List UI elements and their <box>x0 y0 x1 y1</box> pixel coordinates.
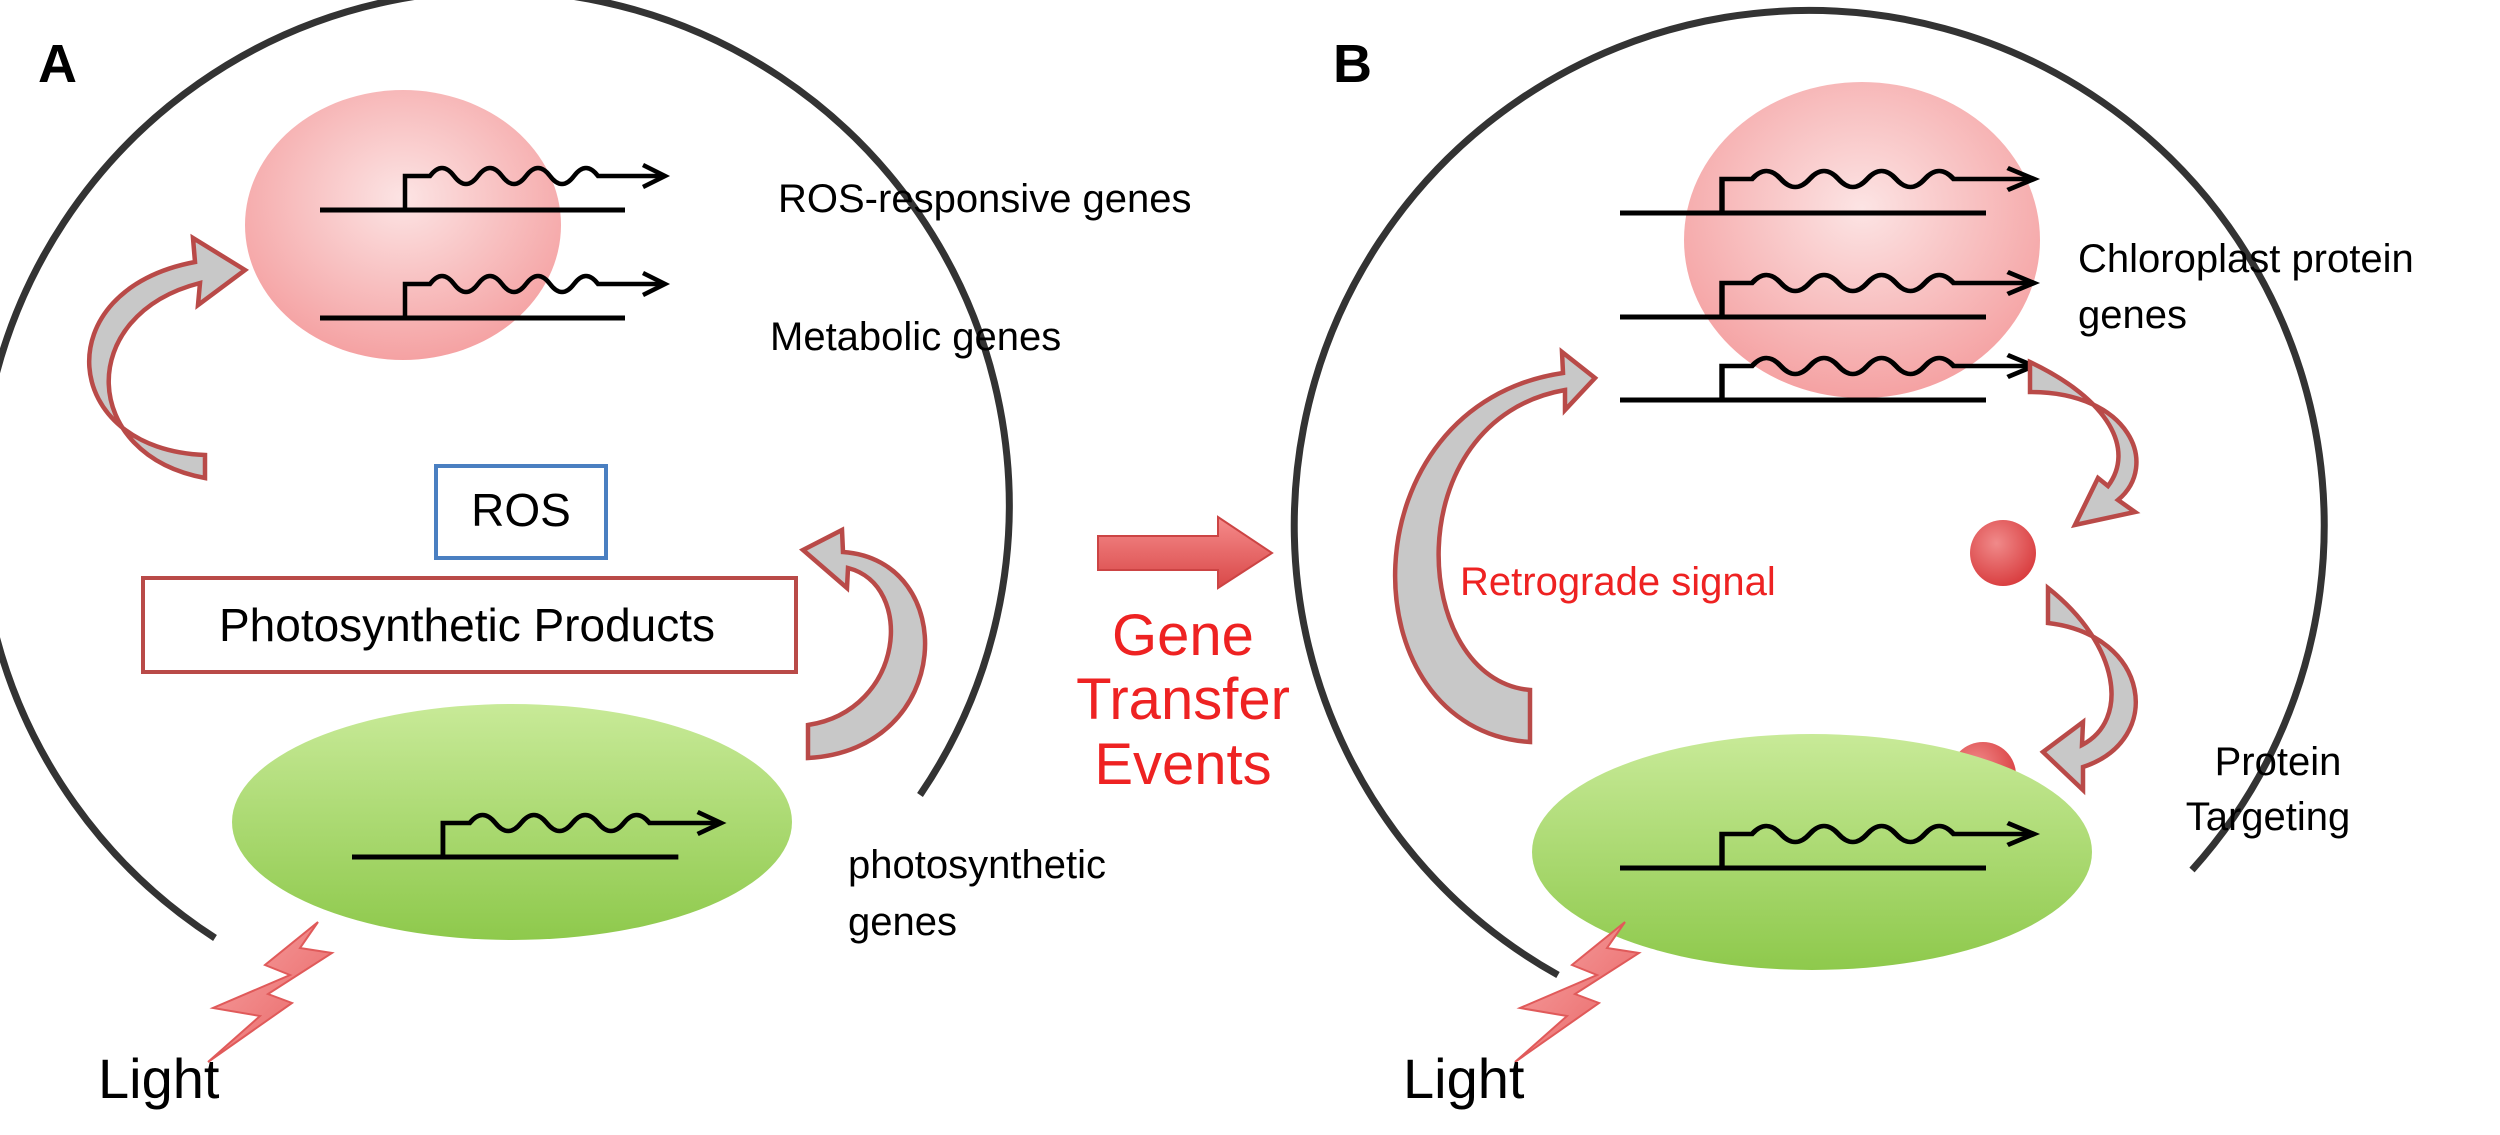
chloroplast-protein-genes-label-line-2: genes <box>2078 293 2187 337</box>
chloroplast-protein-genes-label-line-1: Chloroplast protein <box>2078 237 2414 281</box>
ros-responsive-genes-label: ROS-responsive genes <box>778 177 1192 221</box>
photosynthetic-products-box <box>141 576 798 674</box>
nucleus-a <box>245 90 561 360</box>
chloroplast-b <box>1532 734 2092 970</box>
light-a-label: Light <box>98 1047 220 1110</box>
photosynthetic-genes-label-line-1: photosynthetic <box>848 843 1106 887</box>
panel-b-letter: B <box>1333 34 1372 94</box>
retrograde-signal-label: Retrograde signal <box>1460 560 1776 604</box>
cell-a-outline <box>0 0 1013 941</box>
photosynthetic-genes-label-line-2: genes <box>848 900 957 944</box>
retrograde-signal-arrow <box>1393 347 1599 745</box>
gene-transfer: Gene Transfer Events <box>1076 515 1290 797</box>
nucleus-b <box>1684 82 2040 398</box>
photosynthetic-products-label: Photosynthetic Products <box>219 599 715 651</box>
curved-arrow-b-from-nucleus <box>2027 358 2141 529</box>
protein-targeting-label-line-2: Targeting <box>2186 795 2351 839</box>
cell-b-outline <box>1290 6 2328 979</box>
protein-dot-1 <box>1970 520 2036 586</box>
gene-transfer-label-line-1: Gene <box>1112 603 1254 668</box>
ros-label: ROS <box>471 484 571 536</box>
panel-b: B Chloroplast protein genes Protein Targ… <box>1290 6 2414 1110</box>
curved-arrow-a-from-chloroplast <box>799 526 928 761</box>
protein-targeting-label-line-1: Protein <box>2215 740 2342 784</box>
metabolic-genes-label: Metabolic genes <box>770 315 1061 359</box>
gene-transfer-arrow-icon <box>1097 515 1274 590</box>
gene-transfer-label-line-2: Transfer <box>1076 667 1290 732</box>
ros-box <box>434 464 608 560</box>
light-b-label: Light <box>1403 1047 1525 1110</box>
gene-transfer-label-line-3: Events <box>1094 732 1271 797</box>
lightning-b-icon <box>1514 921 1642 1063</box>
curved-arrow-b-to-chloroplast <box>2039 583 2138 796</box>
panel-a: A ROS-responsive genes Metabolic genes R… <box>0 0 1192 1110</box>
chloroplast-a <box>232 704 792 940</box>
curved-arrow-a-to-nucleus <box>87 233 250 481</box>
panel-a-letter: A <box>38 34 77 94</box>
lightning-a-icon <box>207 921 335 1063</box>
